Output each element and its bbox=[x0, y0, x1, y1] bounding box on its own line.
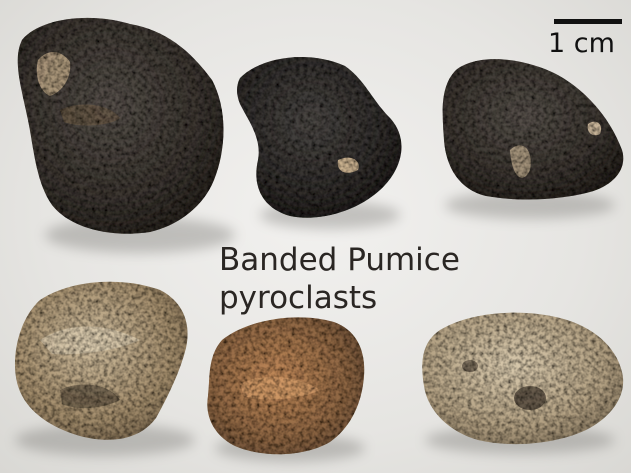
rock-orange-bottom-middle bbox=[207, 317, 365, 455]
rock-dark-top-left bbox=[17, 17, 224, 234]
rock-dark-top-middle bbox=[237, 56, 402, 218]
scale-bar bbox=[554, 19, 622, 24]
caption-line-2: pyroclasts bbox=[219, 280, 378, 316]
scale-label: 1 cm bbox=[548, 28, 615, 59]
caption-line-1: Banded Pumice bbox=[219, 242, 460, 278]
rock-cream-bottom-right bbox=[422, 312, 624, 445]
caption: Banded Pumice pyroclasts bbox=[219, 241, 460, 317]
rock-light-bottom-left bbox=[14, 281, 188, 440]
rock-dark-top-right bbox=[442, 59, 624, 200]
